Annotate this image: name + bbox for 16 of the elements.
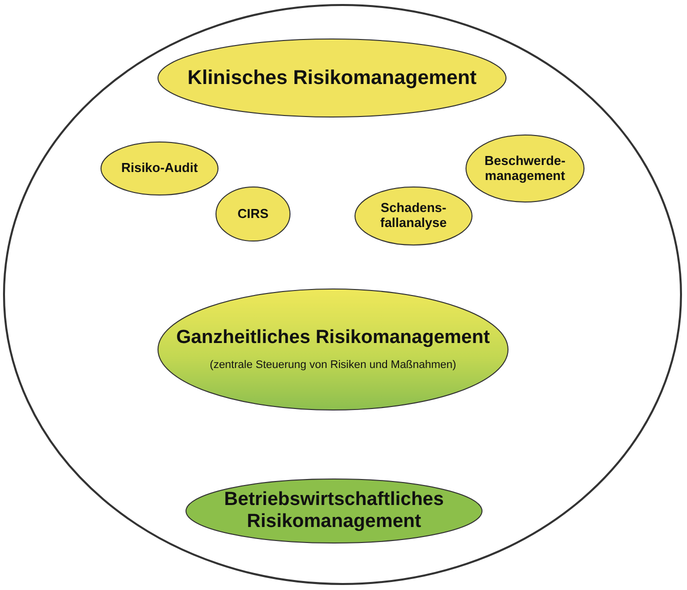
- node-title: Klinisches Risikomanagement: [188, 66, 476, 90]
- node-subtitle: (zentrale Steuerung von Risiken und Maßnahmen): [210, 359, 456, 372]
- node-title: CIRS: [237, 206, 269, 222]
- ellipse-node: [100, 141, 219, 196]
- node-title: Betriebswirtschaftliches Risikomanagement: [223, 489, 445, 533]
- node-title: Risiko-Audit: [121, 161, 198, 176]
- node-title: Schadens-fallanalyse: [379, 201, 448, 231]
- ellipse-node: [185, 478, 483, 544]
- node-title: Beschwerde-management: [484, 154, 566, 184]
- ellipse-node: [157, 38, 507, 118]
- ellipse-node: [157, 288, 509, 411]
- ellipse-node: [354, 186, 473, 246]
- ellipse-node: [465, 134, 585, 203]
- outer-circle: [3, 4, 682, 585]
- ellipse-node: [215, 186, 291, 242]
- node-title: Ganzheitliches Risikomanagement: [176, 327, 490, 350]
